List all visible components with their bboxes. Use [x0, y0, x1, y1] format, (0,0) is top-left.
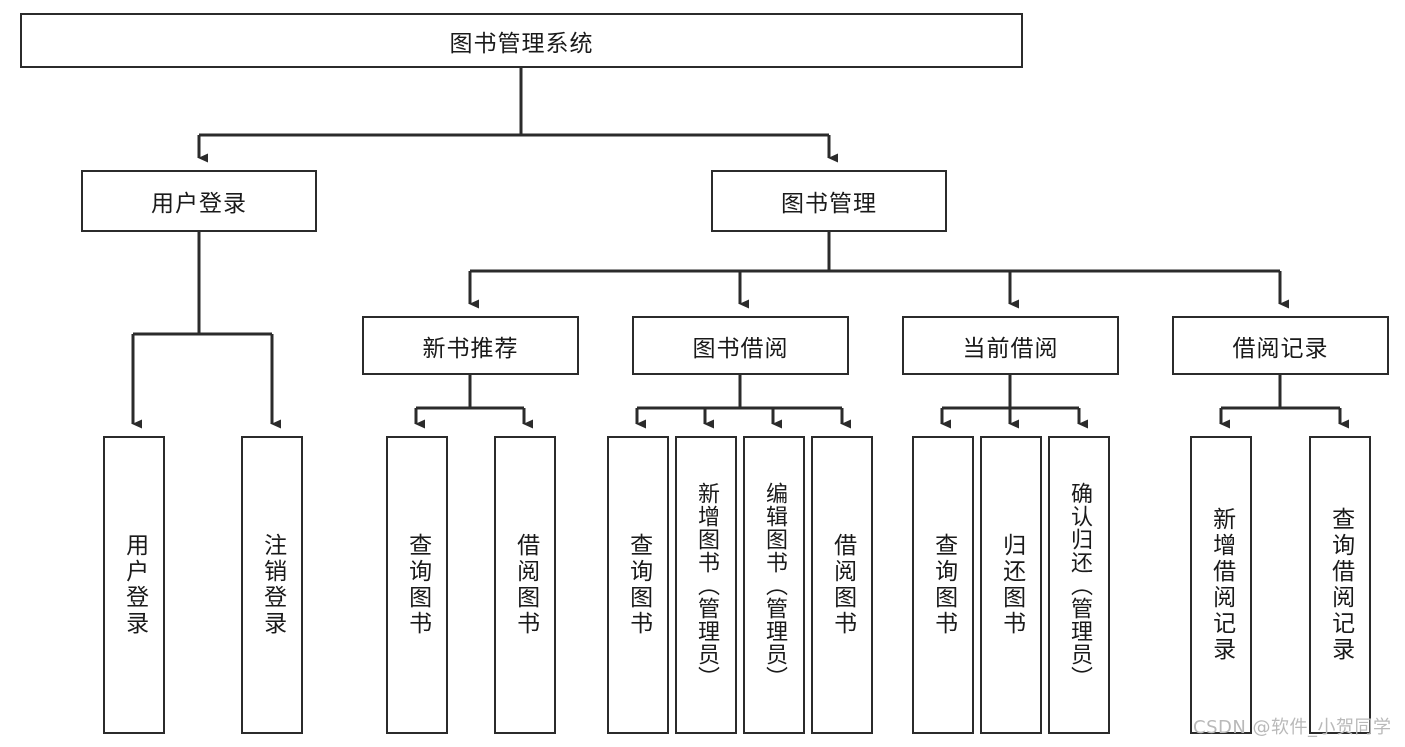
node-book-borrow-label: 图书借阅	[692, 335, 789, 362]
leaf-record-query-record[interactable]: 查询借阅记录	[1309, 436, 1371, 734]
leaf-label: 归还图书	[998, 533, 1025, 637]
node-borrow-record[interactable]: 借阅记录	[1172, 316, 1389, 375]
node-current-borrow-label: 当前借阅	[962, 335, 1059, 362]
leaf-label: 查询图书	[625, 533, 652, 637]
leaf-label: 借阅图书	[829, 533, 856, 637]
leaf-label: 查询图书	[930, 533, 957, 637]
leaf-record-add-record[interactable]: 新增借阅记录	[1190, 436, 1252, 734]
leaf-user-login-login[interactable]: 用户登录	[103, 436, 165, 734]
leaf-user-login-logout[interactable]: 注销登录	[241, 436, 303, 734]
leaf-label: 查询图书	[404, 533, 431, 637]
leaf-current-confirm-return-admin[interactable]: 确认归还（管理员）	[1048, 436, 1110, 734]
leaf-label: 注销登录	[259, 533, 286, 637]
node-borrow-record-label: 借阅记录	[1232, 335, 1329, 362]
node-user-login-label: 用户登录	[151, 191, 247, 217]
leaf-label: 新增借阅记录	[1208, 507, 1235, 663]
node-current-borrow[interactable]: 当前借阅	[902, 316, 1119, 375]
node-user-login[interactable]: 用户登录	[81, 170, 317, 232]
node-root-label: 图书管理系统	[449, 30, 594, 57]
node-book-management-label: 图书管理	[781, 191, 877, 217]
leaf-current-return-book[interactable]: 归还图书	[980, 436, 1042, 734]
leaf-label: 编辑图书（管理员）	[761, 481, 787, 689]
leaf-recommend-borrow-book[interactable]: 借阅图书	[494, 436, 556, 734]
node-new-book-recommend[interactable]: 新书推荐	[362, 316, 579, 375]
leaf-recommend-query-book[interactable]: 查询图书	[386, 436, 448, 734]
leaf-label: 借阅图书	[512, 533, 539, 637]
leaf-label: 确认归还（管理员）	[1066, 481, 1092, 689]
node-root[interactable]: 图书管理系统	[20, 13, 1023, 68]
leaf-label: 用户登录	[121, 533, 148, 637]
leaf-borrow-borrow-book[interactable]: 借阅图书	[811, 436, 873, 734]
leaf-current-query-book[interactable]: 查询图书	[912, 436, 974, 734]
node-book-management[interactable]: 图书管理	[711, 170, 947, 232]
leaf-borrow-query-book[interactable]: 查询图书	[607, 436, 669, 734]
leaf-borrow-edit-book-admin[interactable]: 编辑图书（管理员）	[743, 436, 805, 734]
watermark: CSDN @软件_小贺同学	[1193, 717, 1392, 738]
leaf-label: 查询借阅记录	[1327, 507, 1354, 663]
node-book-borrow[interactable]: 图书借阅	[632, 316, 849, 375]
leaf-label: 新增图书（管理员）	[693, 481, 719, 689]
node-new-book-recommend-label: 新书推荐	[422, 335, 519, 362]
leaf-borrow-add-book-admin[interactable]: 新增图书（管理员）	[675, 436, 737, 734]
